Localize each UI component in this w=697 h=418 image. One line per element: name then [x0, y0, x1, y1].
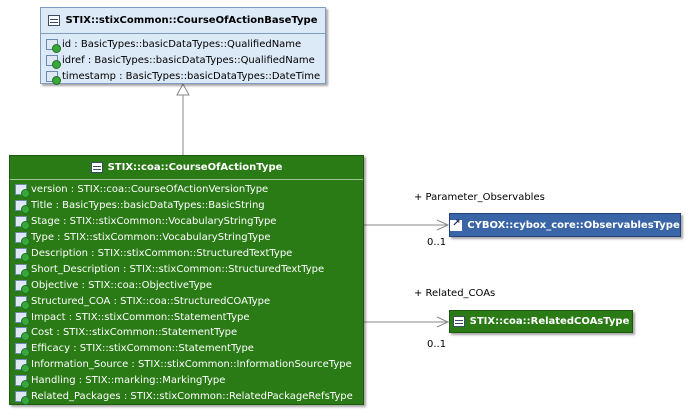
attribute-label: version : STIX::coa::CourseOfActionVersi…: [31, 184, 269, 196]
attribute-row[interactable]: Related_Packages : STIX::stixCommon::Rel…: [15, 389, 363, 406]
attribute-icon: [15, 184, 30, 199]
class-name: CYBOX::cybox_core::ObservablesType: [467, 219, 680, 231]
class-name: STIX::coa::RelatedCOAsType: [469, 316, 630, 327]
course-of-action-base-type-class[interactable]: STIX::stixCommon::CourseOfActionBaseType…: [40, 7, 326, 85]
attribute-row[interactable]: Stage : STIX::stixCommon::VocabularyStri…: [15, 214, 363, 231]
class-name: STIX::coa::CourseOfActionType: [107, 162, 283, 173]
attribute-label: Information_Source : STIX::stixCommon::I…: [31, 359, 352, 371]
attribute-icon: [15, 295, 30, 310]
attribute-row[interactable]: Objective : STIX::coa::ObjectiveType: [15, 277, 363, 294]
attribute-row[interactable]: Impact : STIX::stixCommon::StatementType: [15, 309, 363, 326]
attribute-row[interactable]: Structured_COA : STIX::coa::StructuredCO…: [15, 293, 363, 310]
attribute-row[interactable]: Description : STIX::stixCommon::Structur…: [15, 246, 363, 262]
attribute-row[interactable]: Short_Description : STIX::stixCommon::St…: [15, 261, 363, 278]
attribute-row[interactable]: Cost : STIX::stixCommon::StatementType: [15, 325, 363, 342]
attribute-icon: [15, 359, 30, 374]
attribute-row[interactable]: id : BasicTypes::basicDataTypes::Qualifi…: [46, 36, 325, 53]
class-icon: [452, 316, 465, 327]
attribute-label: Type : STIX::stixCommon::VocabularyStrin…: [31, 232, 271, 244]
class-icon: [90, 162, 103, 173]
attribute-row[interactable]: idref : BasicTypes::basicDataTypes::Qual…: [46, 52, 325, 69]
attribute-list: version : STIX::coa::CourseOfActionVersi…: [10, 180, 363, 406]
attribute-label: Short_Description : STIX::stixCommon::St…: [31, 263, 325, 275]
multiplicity-label-observables: 0..1: [427, 237, 447, 248]
attribute-row[interactable]: Title : BasicTypes::basicDataTypes::Basi…: [15, 198, 363, 215]
attribute-row[interactable]: Efficacy : STIX::stixCommon::StatementTy…: [15, 341, 363, 358]
attribute-label: Handling : STIX::marking::MarkingType: [31, 375, 226, 387]
class-icon: [48, 15, 61, 26]
generalization-arrowhead: [176, 82, 190, 96]
attribute-icon: [15, 263, 30, 278]
attribute-icon: [46, 38, 61, 53]
attribute-icon: [46, 54, 61, 69]
attribute-label: Objective : STIX::coa::ObjectiveType: [31, 279, 213, 291]
association-arrowhead-related-coas: [436, 316, 450, 328]
attribute-label: Title : BasicTypes::basicDataTypes::Basi…: [31, 200, 265, 212]
observables-type-class[interactable]: CYBOX::cybox_core::ObservablesType: [449, 213, 681, 237]
class-header: STIX::coa::RelatedCOAsType: [450, 311, 632, 332]
course-of-action-type-class[interactable]: STIX::coa::CourseOfActionType version : …: [9, 155, 364, 406]
attribute-icon: [15, 311, 30, 326]
attribute-icon: [15, 327, 30, 342]
attribute-icon: [15, 216, 30, 231]
attribute-label: Related_Packages : STIX::stixCommon::Rel…: [31, 391, 353, 403]
class-header: CYBOX::cybox_core::ObservablesType: [450, 214, 680, 236]
attribute-row[interactable]: Information_Source : STIX::stixCommon::I…: [15, 357, 363, 374]
attribute-icon: [15, 375, 30, 390]
class-header: STIX::stixCommon::CourseOfActionBaseType: [41, 8, 325, 34]
attribute-icon: [46, 70, 61, 85]
class-name: STIX::stixCommon::CourseOfActionBaseType: [65, 15, 318, 26]
related-coas-type-class[interactable]: STIX::coa::RelatedCOAsType: [449, 310, 633, 333]
role-label-parameter-observables: + Parameter_Observables: [414, 192, 545, 203]
attribute-label: Stage : STIX::stixCommon::VocabularyStri…: [31, 216, 277, 228]
attribute-label: id : BasicTypes::basicDataTypes::Qualifi…: [62, 38, 302, 50]
attribute-icon: [15, 248, 30, 262]
attribute-label: idref : BasicTypes::basicDataTypes::Qual…: [62, 54, 315, 66]
attribute-row[interactable]: timestamp : BasicTypes::basicDataTypes::…: [46, 68, 325, 85]
attribute-list: id : BasicTypes::basicDataTypes::Qualifi…: [41, 34, 325, 85]
role-label-related-coas: + Related_COAs: [414, 288, 496, 299]
attribute-row[interactable]: version : STIX::coa::CourseOfActionVersi…: [15, 182, 363, 199]
attribute-row[interactable]: Handling : STIX::marking::MarkingType: [15, 373, 363, 390]
attribute-label: Efficacy : STIX::stixCommon::StatementTy…: [31, 343, 254, 355]
attribute-label: Description : STIX::stixCommon::Structur…: [31, 248, 293, 259]
attribute-label: Cost : STIX::stixCommon::StatementType: [31, 327, 238, 339]
multiplicity-label-related-coas: 0..1: [427, 339, 447, 350]
attribute-icon: [15, 279, 30, 294]
association-arrowhead-observables: [436, 219, 450, 231]
attribute-icon: [15, 391, 30, 406]
class-header: STIX::coa::CourseOfActionType: [10, 156, 363, 180]
attribute-icon: [15, 232, 30, 247]
attribute-icon: [15, 200, 30, 215]
external-class-icon: [450, 218, 463, 231]
attribute-icon: [15, 343, 30, 358]
attribute-label: timestamp : BasicTypes::basicDataTypes::…: [62, 70, 321, 82]
attribute-label: Structured_COA : STIX::coa::StructuredCO…: [31, 295, 271, 307]
attribute-label: Impact : STIX::stixCommon::StatementType: [31, 311, 250, 323]
attribute-row[interactable]: Type : STIX::stixCommon::VocabularyStrin…: [15, 230, 363, 247]
